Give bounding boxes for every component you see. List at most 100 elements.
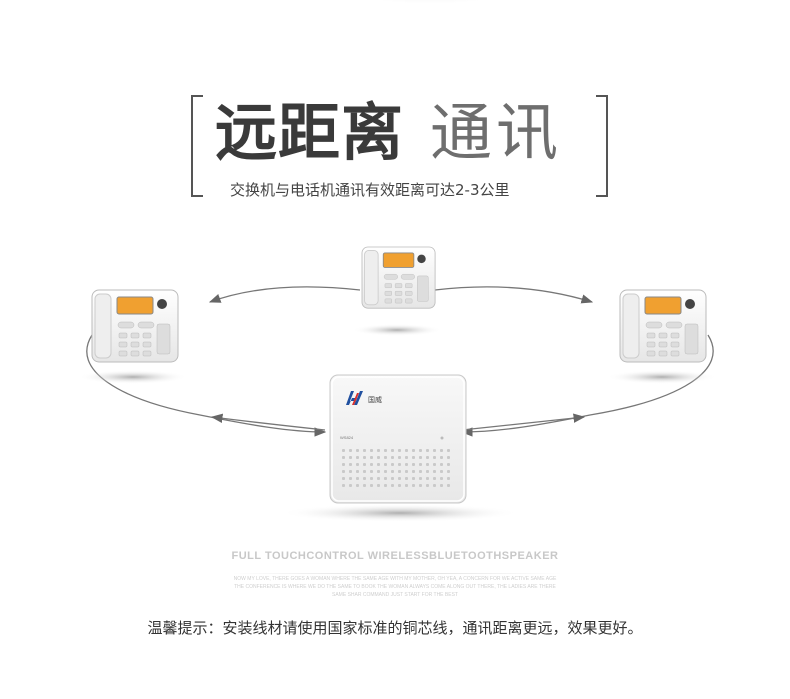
- vent-hole: [363, 449, 366, 452]
- vent-hole: [349, 477, 352, 480]
- vent-hole: [377, 470, 380, 473]
- vent-hole: [356, 463, 359, 466]
- brand-logo: 国威: [346, 391, 382, 405]
- vent-hole: [405, 449, 408, 452]
- network-diagram: 国威 WS824: [78, 246, 717, 522]
- arc-outer-left: [86, 334, 327, 437]
- vent-hole: [440, 463, 443, 466]
- footer-divider: [232, 573, 562, 574]
- arc-top-right: [434, 286, 594, 304]
- vent-hole: [412, 463, 415, 466]
- vent-hole: [398, 484, 401, 487]
- vent-hole: [370, 470, 373, 473]
- vent-hole: [398, 477, 401, 480]
- vent-hole: [405, 470, 408, 473]
- telephone-center-icon: [361, 246, 436, 309]
- vent-hole: [398, 463, 401, 466]
- vent-hole: [405, 463, 408, 466]
- vent-hole: [419, 470, 422, 473]
- vent-hole: [405, 456, 408, 459]
- vent-hole: [447, 456, 450, 459]
- title-bracket-left: [191, 95, 203, 197]
- vent-hole: [349, 470, 352, 473]
- vent-hole: [384, 470, 387, 473]
- vent-hole: [419, 463, 422, 466]
- vent-hole: [412, 456, 415, 459]
- vent-hole: [342, 463, 345, 466]
- vent-hole: [377, 456, 380, 459]
- vent-hole: [363, 477, 366, 480]
- arc-top-left: [208, 286, 361, 303]
- vent-hole: [370, 463, 373, 466]
- vent-hole: [370, 449, 373, 452]
- vent-hole: [349, 463, 352, 466]
- pbx-switch-icon: 国威 WS824: [329, 374, 467, 504]
- vent-hole: [349, 484, 352, 487]
- phone-shadow-center: [352, 324, 442, 336]
- vent-hole: [370, 484, 373, 487]
- vent-hole: [391, 456, 394, 459]
- vent-hole: [433, 470, 436, 473]
- vent-hole: [419, 456, 422, 459]
- vent-hole: [447, 477, 450, 480]
- vent-holes: [342, 449, 450, 487]
- vent-hole: [447, 463, 450, 466]
- telephone-left-icon: [91, 289, 179, 363]
- vent-hole: [405, 477, 408, 480]
- connection-arcs: [86, 286, 714, 437]
- vent-hole: [419, 484, 422, 487]
- vent-hole: [384, 449, 387, 452]
- vent-hole: [342, 456, 345, 459]
- vent-hole: [349, 449, 352, 452]
- vent-hole: [384, 463, 387, 466]
- top-shadow-decoration: [330, 0, 530, 4]
- vent-hole: [433, 463, 436, 466]
- vent-hole: [440, 477, 443, 480]
- vent-hole: [412, 449, 415, 452]
- vent-hole: [370, 477, 373, 480]
- arc-bottom-right: [461, 413, 586, 431]
- subtitle: 交换机与电话机通讯有效距离可达2-3公里: [230, 181, 510, 199]
- arc-outer-right: [460, 334, 714, 437]
- vent-hole: [377, 463, 380, 466]
- title-bracket-right: [596, 95, 608, 197]
- vent-hole: [440, 456, 443, 459]
- vent-hole: [342, 477, 345, 480]
- vent-hole: [356, 477, 359, 480]
- vent-hole: [426, 463, 429, 466]
- vent-hole: [440, 470, 443, 473]
- vent-hole: [384, 477, 387, 480]
- vent-hole: [377, 484, 380, 487]
- vent-hole: [412, 484, 415, 487]
- vent-hole: [370, 456, 373, 459]
- vent-hole: [405, 484, 408, 487]
- vent-hole: [342, 470, 345, 473]
- vent-hole: [391, 484, 394, 487]
- vent-hole: [398, 456, 401, 459]
- phone-shadow-left: [78, 370, 188, 384]
- vent-hole: [377, 477, 380, 480]
- vent-hole: [426, 449, 429, 452]
- vent-hole: [440, 484, 443, 487]
- vent-hole: [447, 449, 450, 452]
- model-label: WS824: [340, 435, 354, 440]
- vent-hole: [356, 456, 359, 459]
- vent-hole: [356, 484, 359, 487]
- vent-hole: [433, 456, 436, 459]
- vent-hole: [419, 449, 422, 452]
- fine-print-line-3: SAME SHAR COMMAND JUST START FOR THE BES…: [332, 592, 458, 598]
- vent-hole: [433, 449, 436, 452]
- vent-hole: [426, 456, 429, 459]
- vent-hole: [363, 484, 366, 487]
- vent-hole: [342, 484, 345, 487]
- vent-hole: [377, 449, 380, 452]
- vent-hole: [433, 484, 436, 487]
- vent-hole: [412, 470, 415, 473]
- vent-hole: [433, 477, 436, 480]
- fine-print-line-2: THE CONFERENCE IS WHERE WE DO THE SAME T…: [234, 584, 556, 590]
- installation-tip: 温馨提示：安装线材请使用国家标准的铜芯线，通讯距离更远，效果更好。: [147, 619, 643, 637]
- vent-hole: [363, 470, 366, 473]
- vent-hole: [447, 484, 450, 487]
- vent-hole: [363, 463, 366, 466]
- vent-hole: [419, 477, 422, 480]
